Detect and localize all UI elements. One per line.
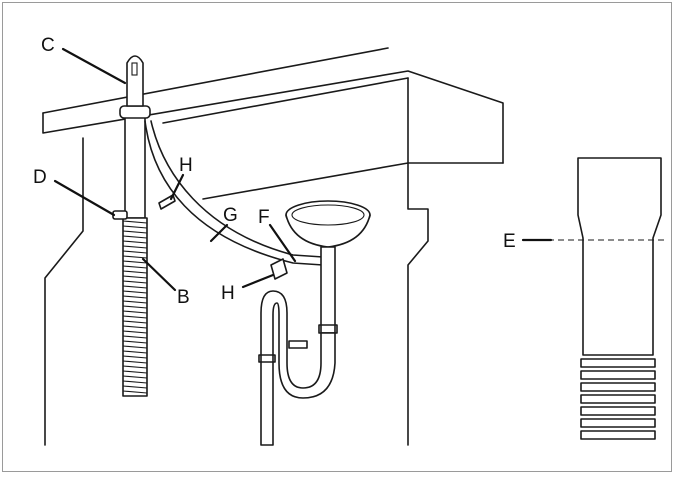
- leader-d: [53, 179, 116, 217]
- corrugation-ring: [122, 220, 148, 224]
- corrugation-ring: [122, 275, 148, 279]
- corrugation-ring: [122, 375, 148, 379]
- corrugation-ring: [122, 300, 148, 304]
- hose-end-ribs: [580, 358, 656, 440]
- u-trap: [260, 290, 336, 446]
- corrugation-ring: [122, 245, 148, 249]
- leader-b: [141, 257, 177, 292]
- worktop-inner-edge: [162, 77, 409, 124]
- callout-h-bottom: H: [221, 283, 235, 304]
- standpipe-tube: [124, 112, 146, 219]
- leader-f: [268, 223, 297, 263]
- corrugation-ring: [122, 350, 148, 354]
- callouts: C D B H G F H E: [33, 35, 516, 308]
- corrugation-ring: [122, 260, 148, 264]
- corrugation-ring: [122, 265, 148, 269]
- corrugation-ring: [122, 365, 148, 369]
- corrugation-ring: [122, 290, 148, 294]
- installation-diagram: C D B H G F H E: [33, 35, 667, 446]
- corrugation-ring: [122, 235, 148, 239]
- leaders: [53, 47, 553, 292]
- worktop-edge: [42, 70, 504, 164]
- corrugation-ring: [122, 230, 148, 234]
- corrugation-ring: [122, 240, 148, 244]
- corrugation-ring: [122, 340, 148, 344]
- corrugation-ring: [122, 250, 148, 254]
- diagram-frame: C D B H G F H E: [2, 2, 672, 472]
- corrugation-ring: [122, 320, 148, 324]
- corrugation-ring: [122, 360, 148, 364]
- hose-rib: [580, 382, 656, 392]
- countertop: [42, 47, 504, 446]
- detail-e: [548, 157, 667, 440]
- corrugation-ring: [122, 330, 148, 334]
- nut-middle: [288, 340, 308, 349]
- drain-hose-outer: [144, 120, 324, 266]
- sink-trap: [258, 200, 371, 446]
- corrugation-ring: [122, 270, 148, 274]
- hose-rib: [580, 430, 656, 440]
- hose-rib: [580, 370, 656, 380]
- corrugation-ring: [122, 255, 148, 259]
- corrugation-ring: [122, 380, 148, 384]
- hose-rib: [580, 394, 656, 404]
- standpipe: [112, 55, 151, 397]
- hose-guide: [126, 55, 144, 107]
- callout-h-top: H: [179, 155, 193, 176]
- corrugation-ring: [122, 345, 148, 349]
- hose-end: [577, 157, 662, 356]
- leader-h-top: [169, 173, 185, 201]
- corrugation-ring: [122, 285, 148, 289]
- corrugation-ring: [122, 295, 148, 299]
- corrugation-ring: [122, 390, 148, 394]
- corrugation-ring: [122, 305, 148, 309]
- corrugation-ring: [122, 335, 148, 339]
- corrugation-ring: [122, 315, 148, 319]
- hose-rib: [580, 358, 656, 368]
- corrugation-ring: [122, 280, 148, 284]
- hose-rib: [580, 406, 656, 416]
- corrugation-ring: [122, 225, 148, 229]
- nut-left: [258, 354, 276, 363]
- tailpiece: [320, 246, 336, 334]
- corrugation-ring: [122, 370, 148, 374]
- corrugation-ring: [122, 310, 148, 314]
- leader-h-bottom: [241, 273, 275, 289]
- leader-g: [209, 223, 229, 243]
- corrugations: [122, 220, 148, 394]
- callout-c: C: [41, 35, 55, 56]
- cabinet-left-panel: [44, 137, 84, 446]
- callout-b: B: [177, 287, 190, 308]
- sink-bowl-inner: [291, 204, 365, 226]
- hose-rib: [580, 418, 656, 428]
- callout-f: F: [258, 207, 270, 228]
- drain-hose-inner: [150, 120, 324, 258]
- leader-c: [61, 47, 127, 85]
- hose-guide-slot: [131, 62, 138, 76]
- worktop-side: [407, 77, 504, 164]
- callout-g: G: [223, 205, 238, 226]
- wall-line: [42, 47, 389, 114]
- corrugation-ring: [122, 325, 148, 329]
- corrugation-ring: [122, 355, 148, 359]
- cabinet-right-panel: [202, 162, 429, 446]
- corrugation-ring: [122, 385, 148, 389]
- callout-e: E: [503, 231, 516, 252]
- drain-hose: [144, 120, 324, 280]
- callout-d: D: [33, 167, 47, 188]
- collar: [119, 105, 151, 119]
